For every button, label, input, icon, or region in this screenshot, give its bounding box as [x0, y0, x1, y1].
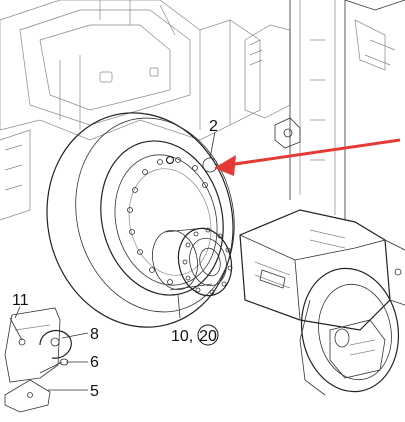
part-11 — [9, 317, 23, 341]
brake-housing — [300, 267, 400, 393]
wheel-hub — [152, 227, 233, 297]
callout-8: 8 — [90, 326, 99, 343]
wheel — [46, 112, 235, 328]
part-6 — [39, 361, 63, 374]
part-2-ring — [202, 157, 218, 173]
hub-flange — [177, 227, 233, 297]
callout-20-circle — [197, 324, 219, 346]
drive-housing — [239, 209, 405, 396]
rim-bolt-holes — [127, 157, 208, 285]
vehicle-frame — [0, 0, 291, 221]
part-8 — [39, 329, 72, 359]
tire-outer — [46, 112, 234, 328]
small-parts-group — [4, 307, 72, 413]
callout-2: 2 — [209, 118, 218, 135]
callout-20: 20 — [199, 328, 217, 345]
callout-5: 5 — [90, 383, 99, 400]
hub-bolts — [182, 227, 233, 295]
rim — [100, 140, 224, 296]
column-bracket — [274, 117, 301, 149]
leader-lines — [14, 131, 216, 391]
valve-stem — [165, 155, 175, 165]
callout-10: 10, — [171, 328, 193, 345]
brake-caliper — [329, 319, 386, 379]
bracket-plate — [4, 307, 61, 383]
callout-6: 6 — [90, 354, 99, 371]
highlight-arrow — [214, 138, 401, 176]
part-5 — [4, 379, 51, 413]
steering-column — [274, 0, 405, 220]
callout-11: 11 — [12, 292, 29, 309]
tire-face — [75, 117, 235, 313]
